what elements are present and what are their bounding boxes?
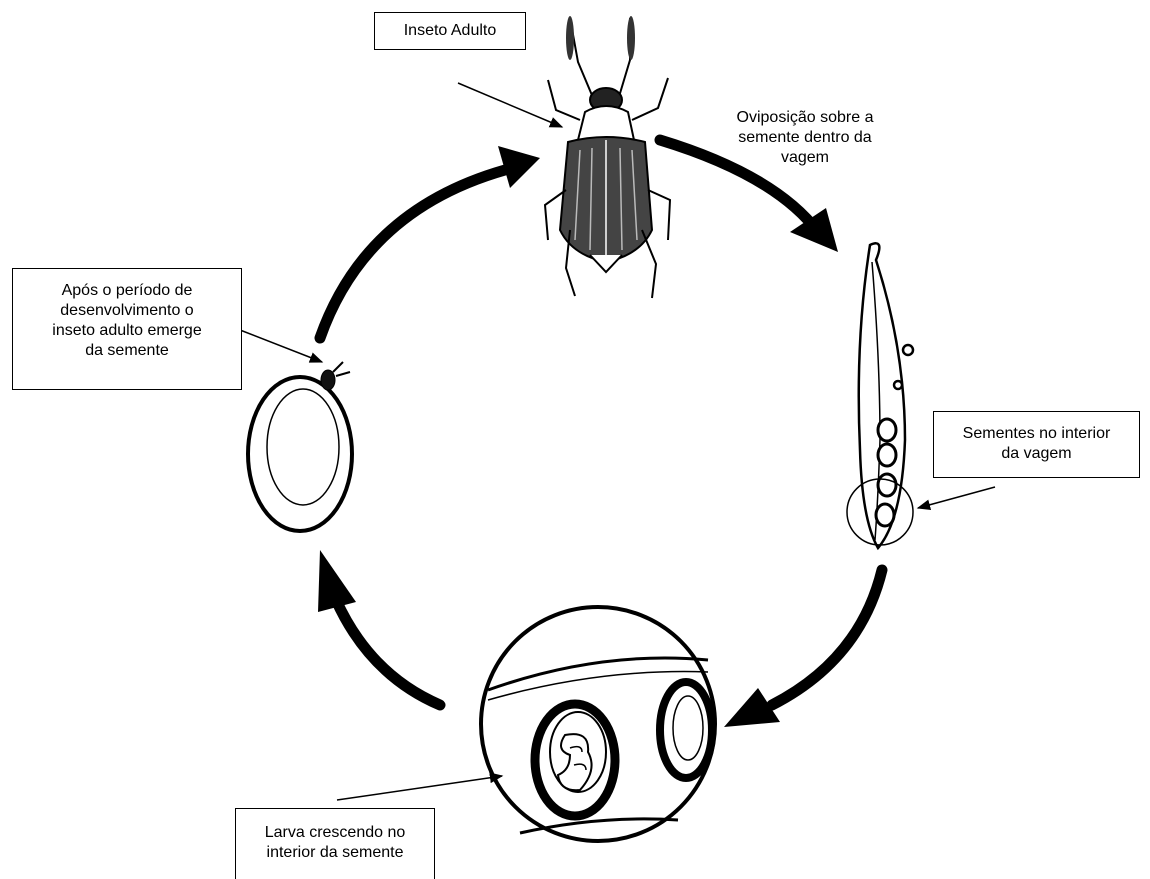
cycle-arrow-pod-to-larva xyxy=(724,570,882,727)
cycle-arrow-seed-to-adult xyxy=(320,146,540,338)
pointer-seeds xyxy=(918,487,995,508)
emerging-seed-illustration xyxy=(248,362,352,531)
label-larva: Larva crescendo no interior da semente xyxy=(235,808,435,879)
adult-beetle-illustration xyxy=(545,16,670,298)
pointer-emergence xyxy=(240,330,322,362)
pod-illustration xyxy=(847,243,913,548)
label-emergence: Após o período de desenvolvimento o inse… xyxy=(12,268,242,390)
label-oviposition: Oviposição sobre a semente dentro da vag… xyxy=(715,108,895,178)
label-seeds: Sementes no interior da vagem xyxy=(933,411,1140,478)
cycle-arrow-larva-to-seed xyxy=(318,550,440,705)
label-adult: Inseto Adulto xyxy=(374,12,526,50)
pointer-larva xyxy=(337,776,502,800)
magnified-seed-illustration xyxy=(481,607,715,841)
pointer-adult xyxy=(458,83,562,127)
